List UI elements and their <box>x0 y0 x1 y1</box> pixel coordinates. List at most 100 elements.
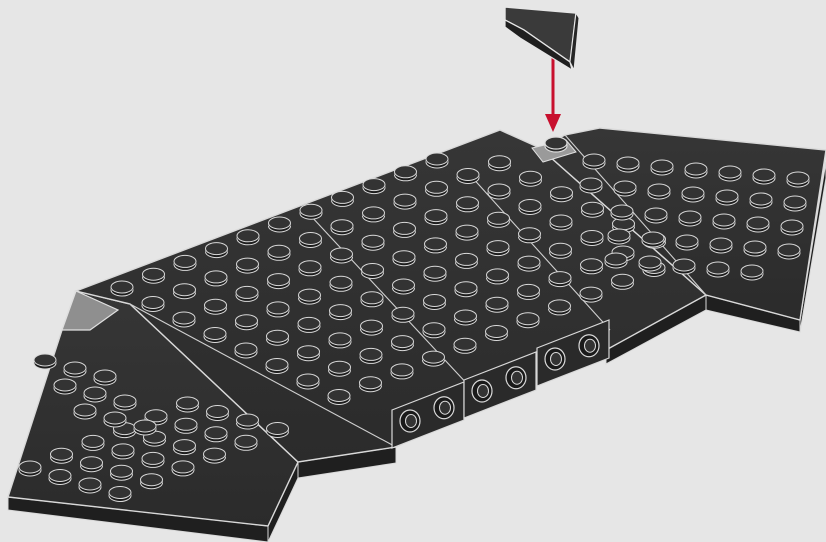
stud <box>426 153 448 168</box>
stud <box>82 435 104 450</box>
stud <box>393 251 415 266</box>
stud <box>707 262 729 277</box>
stud <box>713 214 735 229</box>
stud <box>679 211 701 226</box>
stud <box>639 256 661 271</box>
stud <box>142 297 164 312</box>
stud <box>457 197 479 212</box>
stud <box>109 487 131 502</box>
stud <box>642 232 664 247</box>
stud <box>747 217 769 232</box>
stud <box>362 264 384 279</box>
stud <box>300 204 322 219</box>
stud <box>298 317 320 332</box>
stud <box>608 229 630 244</box>
stud <box>580 287 602 302</box>
stud <box>112 444 134 459</box>
stud <box>104 412 126 427</box>
stud <box>174 440 196 455</box>
stud <box>204 328 226 343</box>
stud <box>392 307 414 322</box>
stud <box>392 336 414 351</box>
stud <box>363 207 385 222</box>
stud <box>267 423 289 438</box>
stud <box>455 282 477 297</box>
stud <box>360 348 382 363</box>
stud <box>778 244 800 259</box>
stud <box>673 259 695 274</box>
stud <box>300 233 322 248</box>
stud <box>581 259 603 274</box>
stud <box>328 390 350 405</box>
stud <box>235 435 257 450</box>
stud <box>549 272 571 287</box>
stud <box>487 269 509 284</box>
stud <box>332 191 354 206</box>
stud <box>456 225 478 240</box>
stud <box>582 202 604 217</box>
stud <box>205 427 227 442</box>
stud <box>488 212 510 227</box>
stud <box>329 361 351 376</box>
stud <box>391 364 413 379</box>
stud <box>299 261 321 276</box>
stud <box>111 281 133 296</box>
stud <box>424 266 446 281</box>
stud <box>205 271 227 286</box>
stud <box>237 414 259 429</box>
stud <box>394 194 416 209</box>
stud <box>206 243 228 258</box>
stud <box>330 276 352 291</box>
stud <box>784 196 806 211</box>
stud <box>456 253 478 268</box>
stud <box>605 253 627 268</box>
stud <box>142 452 164 467</box>
stud <box>361 320 383 335</box>
stud <box>174 255 196 270</box>
stud <box>454 338 476 353</box>
stud <box>174 284 196 299</box>
stud <box>269 217 291 232</box>
stud <box>457 169 479 184</box>
stud <box>204 448 226 463</box>
stud <box>362 235 384 250</box>
stud <box>236 315 258 330</box>
stud <box>550 243 572 258</box>
stud <box>395 166 417 181</box>
stud <box>236 286 258 301</box>
stud <box>645 208 667 223</box>
stud <box>617 157 639 172</box>
stud <box>455 310 477 325</box>
stud <box>753 169 775 184</box>
stud <box>676 235 698 250</box>
stud <box>486 297 508 312</box>
stud <box>518 284 540 299</box>
stud <box>580 178 602 193</box>
stud <box>64 362 86 377</box>
stud <box>329 333 351 348</box>
stud <box>297 374 319 389</box>
stud <box>682 187 704 202</box>
stud <box>741 265 763 280</box>
stud <box>519 228 541 243</box>
stud <box>581 231 603 246</box>
stud <box>363 179 385 194</box>
stud <box>237 230 259 245</box>
stud <box>550 215 572 230</box>
stud <box>237 258 259 273</box>
stud <box>781 220 803 235</box>
stud <box>299 289 321 304</box>
stud <box>423 323 445 338</box>
stud <box>710 238 732 253</box>
stud <box>141 474 163 489</box>
stud <box>425 210 447 225</box>
stud <box>114 395 136 410</box>
stud <box>520 171 542 186</box>
plate-tops <box>8 128 826 526</box>
stud <box>518 256 540 271</box>
stud <box>94 370 116 385</box>
stud <box>111 465 133 480</box>
stud <box>361 292 383 307</box>
stud <box>84 387 106 402</box>
